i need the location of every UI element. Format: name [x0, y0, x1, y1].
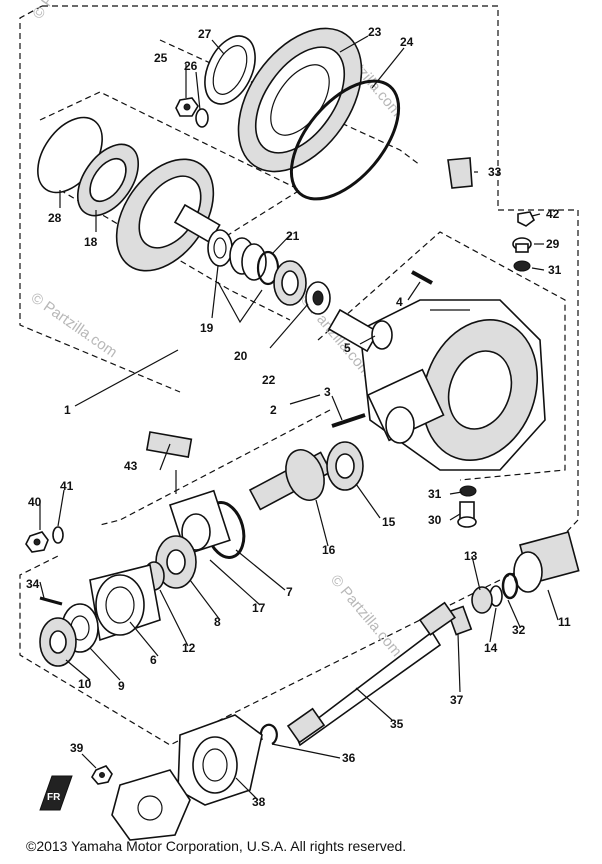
callout-42: 42 [546, 207, 560, 221]
callout-21: 21 [286, 229, 300, 243]
copyright-notice: ©2013 Yamaha Motor Corporation, U.S.A. A… [26, 838, 407, 854]
callout-22: 22 [262, 373, 276, 387]
part-3-stud [331, 413, 366, 428]
part-41-washer [52, 526, 64, 544]
callout-41: 41 [60, 479, 74, 493]
part-43-plate [145, 431, 193, 458]
part-33-cap [447, 157, 473, 189]
callout-3: 3 [324, 385, 331, 399]
callout-18: 18 [84, 235, 98, 249]
part-40-nut [25, 531, 49, 553]
part-34-bolt [39, 596, 63, 606]
part-32-spring [501, 572, 519, 600]
callout-2: 2 [270, 403, 277, 417]
callout-12: 12 [182, 641, 196, 655]
group-outline-upper-left [19, 5, 181, 393]
callout-19: 19 [200, 321, 214, 335]
callout-9: 9 [118, 679, 125, 693]
part-23-housing-cover [237, 27, 363, 173]
part-26-washer [195, 108, 209, 128]
group-outline-rear [317, 231, 566, 481]
engine-mount-flange [111, 769, 191, 841]
callout-8: 8 [214, 615, 221, 629]
part-19-spacer [207, 229, 233, 267]
callout-31-upper: 31 [548, 263, 562, 277]
part-8-bearing [155, 535, 197, 589]
leader-lines [39, 35, 559, 801]
part-20-shim-set [229, 237, 267, 281]
part-22-seal [305, 281, 331, 315]
callout-32: 32 [512, 623, 526, 637]
part-42-bolt [517, 211, 536, 227]
part-4-stud [411, 270, 433, 285]
callout-5: 5 [344, 341, 351, 355]
callout-26: 26 [184, 59, 198, 73]
part-29-plug [512, 237, 532, 253]
part-15-bearing [326, 441, 364, 491]
part-35-drive-shaft [286, 601, 457, 747]
part-2-gear-case [359, 299, 546, 471]
part-31-washer-lower [459, 485, 477, 497]
part-11-coupling-gear [513, 531, 580, 593]
svg-text:FR: FR [47, 792, 61, 803]
callout-7: 7 [286, 585, 293, 599]
front-direction-marker: FR [39, 775, 73, 811]
part-18-bearing [76, 143, 140, 217]
part-6-housing [89, 564, 161, 642]
callout-11: 11 [558, 615, 571, 629]
callout-38: 38 [252, 795, 266, 809]
callout-29: 29 [546, 237, 560, 251]
callout-30: 30 [428, 513, 442, 527]
ring-gear [115, 158, 221, 272]
part-30-drain-bolt [457, 501, 477, 528]
callout-17: 17 [252, 601, 266, 615]
callout-28: 28 [48, 211, 62, 225]
part-31-washer-upper [513, 260, 531, 272]
callout-23: 23 [368, 25, 382, 39]
callout-36: 36 [342, 751, 356, 765]
callout-1: 1 [64, 403, 71, 417]
part-10-coupling [39, 617, 77, 667]
group-outline-gear-set [39, 91, 302, 241]
part-24-o-ring [289, 79, 401, 201]
callout-33: 33 [488, 165, 502, 179]
group-outline-cover [159, 39, 421, 166]
callout-16: 16 [322, 543, 336, 557]
watermark-left: © Partzilla.com [28, 289, 121, 361]
callout-4: 4 [396, 295, 403, 309]
part-22-bearing [273, 260, 307, 306]
callout-10: 10 [78, 677, 92, 691]
callout-6: 6 [150, 653, 157, 667]
part-16-pinion-shaft [248, 449, 333, 511]
callout-14: 14 [484, 641, 498, 655]
callout-34: 34 [26, 577, 40, 591]
callout-15: 15 [382, 515, 396, 529]
group-outline-front [99, 409, 331, 526]
callout-24: 24 [400, 35, 414, 49]
part-39-bolt [91, 765, 113, 785]
watermark-top: © Partzilla.com [29, 0, 101, 22]
group-outline-bearings [59, 189, 291, 321]
callout-27: 27 [198, 27, 212, 41]
callout-39: 39 [70, 741, 84, 755]
part-25-nut [175, 97, 199, 117]
callout-35: 35 [390, 717, 404, 731]
part-36-circlip [259, 723, 278, 745]
part-27-oil-seal [204, 35, 256, 105]
watermark-right-bottom: © Partzilla.com [327, 572, 405, 660]
part-37-spring [446, 605, 473, 636]
callout-31-lower: 31 [428, 487, 442, 501]
part-13-clip [471, 586, 493, 614]
callout-43: 43 [124, 459, 138, 473]
callout-25: 25 [154, 51, 168, 65]
callout-20: 20 [234, 349, 248, 363]
callout-40: 40 [28, 495, 42, 509]
callout-13: 13 [464, 549, 478, 563]
group-outline-upper [19, 5, 579, 746]
callout-37: 37 [450, 693, 464, 707]
